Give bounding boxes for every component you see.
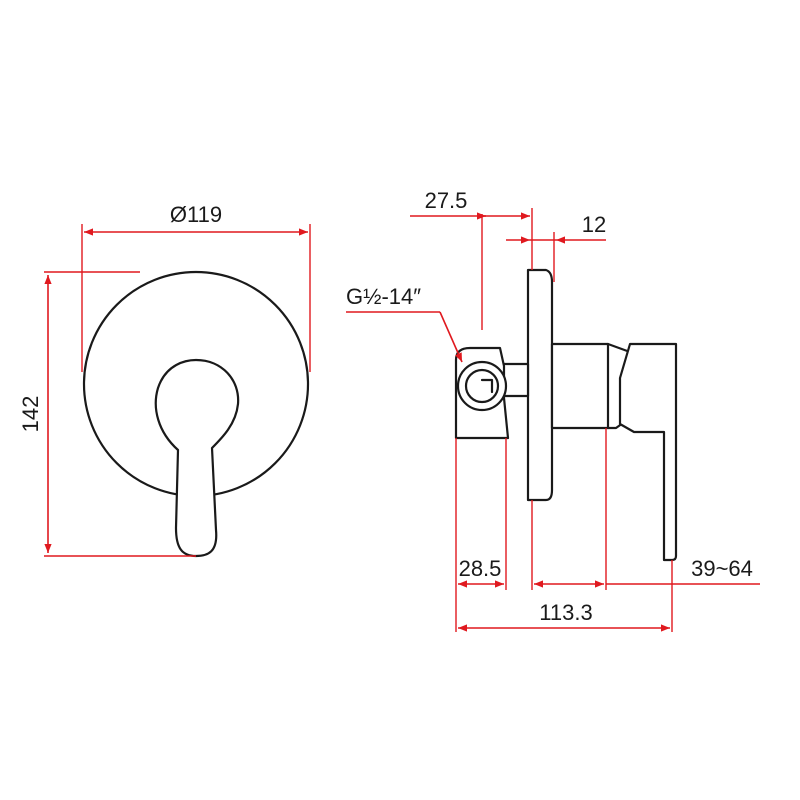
inlet-body-label: 28.5 — [459, 556, 502, 581]
adjust-range-dimension: 39~64 — [531, 428, 760, 590]
inlet-port-notch — [480, 378, 494, 394]
height-label: 142 — [18, 396, 43, 433]
plate-thickness-label: 12 — [582, 212, 606, 237]
inlet-offset-dimension: 27.5 — [410, 188, 533, 330]
inlet-body-dimension: 28.5 — [455, 438, 507, 632]
diameter-dimension: Ø119 — [81, 202, 311, 372]
inlet-port-inner — [464, 368, 500, 404]
adjust-range-label: 39~64 — [691, 556, 753, 581]
wall-plate-outline — [526, 268, 554, 502]
lever-handle-outline — [154, 358, 240, 558]
total-depth-label: 113.3 — [539, 600, 592, 625]
cartridge-body-outline — [550, 342, 632, 430]
height-dimension: 142 — [18, 271, 196, 557]
lever-side-outline — [618, 342, 678, 562]
total-depth-dimension: 113.3 — [458, 560, 673, 632]
thread-label: G½-14″ — [346, 284, 421, 309]
thread-leader: G½-14″ — [346, 284, 463, 363]
diameter-label: Ø119 — [170, 202, 222, 227]
front-view: Ø119 142 — [18, 202, 311, 558]
side-view: 27.5 12 G½-14″ 28.5 3 — [346, 188, 760, 632]
inlet-offset-label: 27.5 — [425, 188, 468, 213]
plate-thickness-dimension: 12 — [506, 212, 606, 282]
